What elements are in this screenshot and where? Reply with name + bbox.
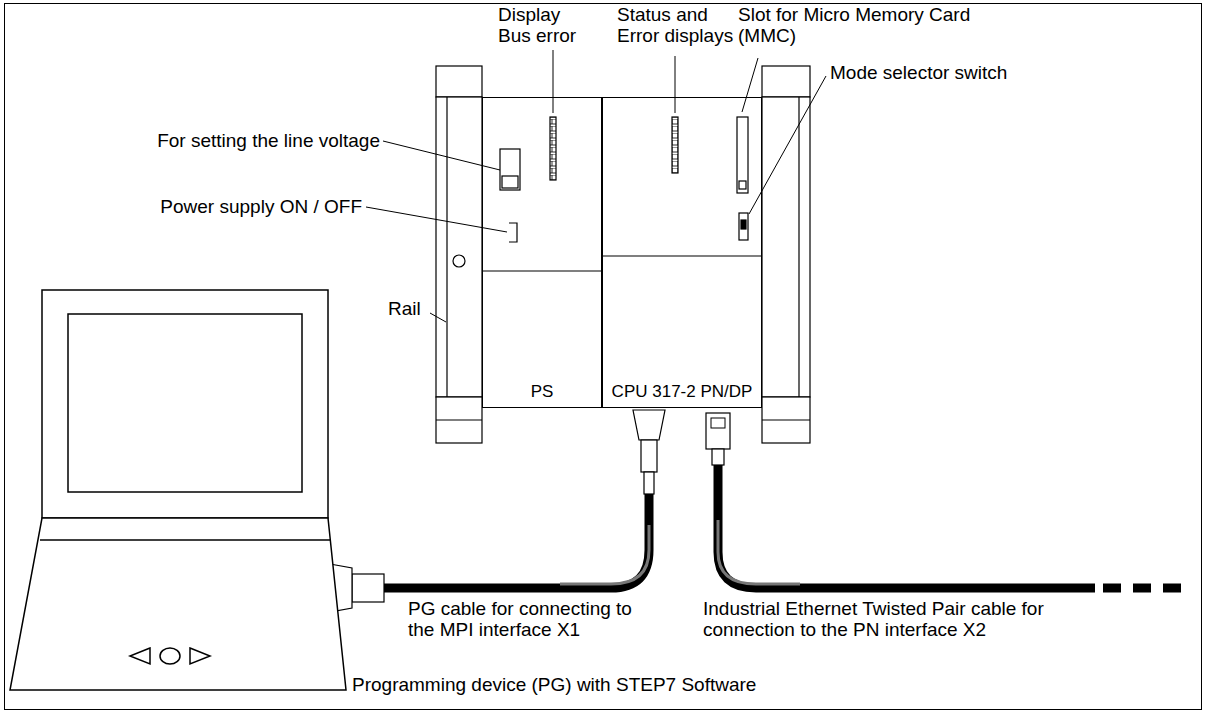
callout-label: Status and Error displays <box>617 4 742 46</box>
callout-label: For setting the line voltage <box>100 130 380 151</box>
mpi-cable <box>322 410 665 612</box>
callout-label: Programming device (PG) with STEP7 Softw… <box>352 674 756 695</box>
callout-label: Rail <box>388 298 421 319</box>
power-supply-module: PS <box>482 97 602 408</box>
callout-label: Slot for Micro Memory Card (MMC) <box>738 4 988 46</box>
callout-label: Industrial Ethernet Twisted Pair cable f… <box>703 598 1088 640</box>
ethernet-cable <box>706 413 1185 588</box>
rail-end-left <box>436 66 482 443</box>
module-label: PS <box>531 382 554 401</box>
callout-label: Display Bus error <box>498 4 588 46</box>
module-details <box>482 117 762 271</box>
module-label: CPU 317-2 PN/DP <box>612 382 753 401</box>
frame <box>5 4 1202 710</box>
callout-label: Mode selector switch <box>830 62 1007 83</box>
laptop <box>10 290 346 690</box>
rail-end-right <box>762 66 810 443</box>
cpu-module: CPU 317-2 PN/DP <box>602 97 762 408</box>
callout-label: PG cable for connecting to the MPI inter… <box>408 598 636 640</box>
leader-lines <box>366 50 826 322</box>
callout-label: Power supply ON / OFF <box>100 196 362 217</box>
